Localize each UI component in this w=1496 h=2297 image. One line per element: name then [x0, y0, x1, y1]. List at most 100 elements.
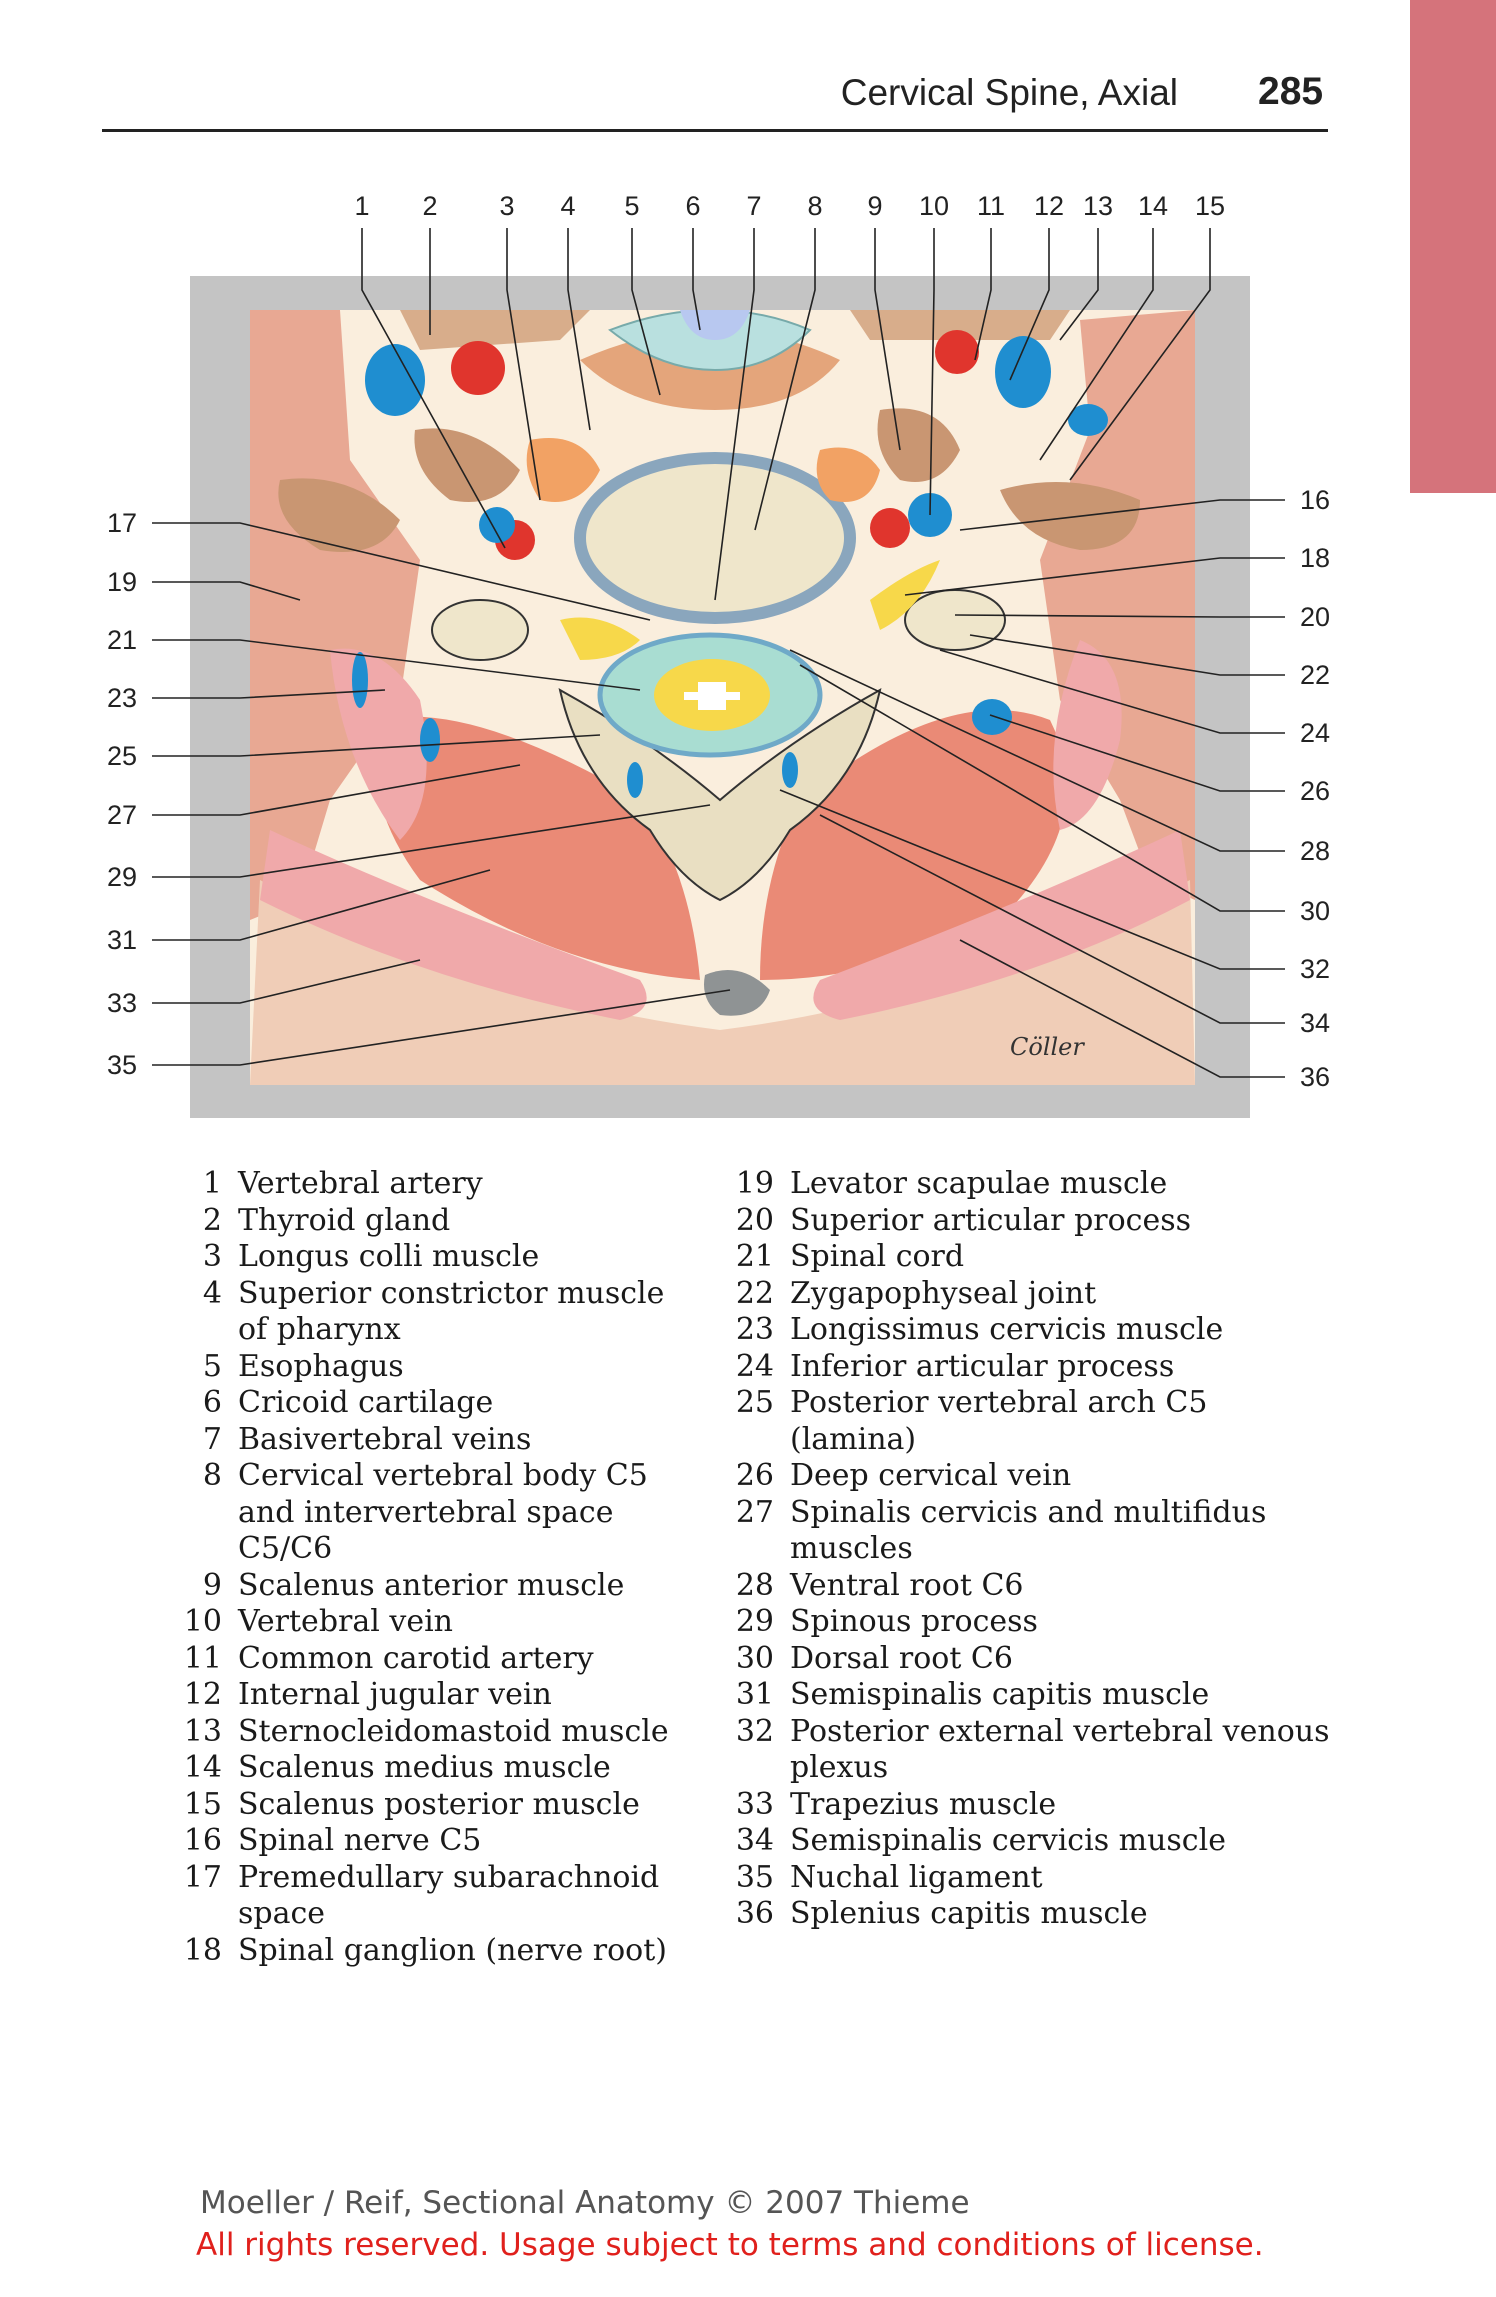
- legend-number: 5: [202, 1348, 222, 1384]
- legend-text: Vertebral vein: [238, 1604, 453, 1639]
- figure-label-right: 18: [1300, 543, 1330, 573]
- legend-text: Cricoid cartilage: [238, 1385, 494, 1420]
- leader-line: [152, 639, 641, 691]
- legend-number: 8: [202, 1458, 222, 1493]
- leader-line: [152, 581, 301, 601]
- legend-text: Esophagus: [238, 1348, 404, 1384]
- legend-text: Scalenus medius muscle: [238, 1750, 611, 1785]
- legend-text: Superior articular process: [790, 1202, 1192, 1238]
- figure-label-top: 13: [1083, 191, 1113, 221]
- legend-text: Deep cervical vein: [790, 1458, 1072, 1493]
- legend-text: Sternocleidomastoid muscle: [238, 1713, 669, 1749]
- legend-text: Ventral root C6: [790, 1567, 1024, 1603]
- leader-line: [361, 228, 506, 549]
- legend-number: 35: [735, 1859, 774, 1895]
- legend-number: 30: [735, 1640, 774, 1676]
- figure-label-top: 15: [1195, 191, 1225, 221]
- leader-line: [631, 228, 661, 396]
- legend-text: Spinous process: [790, 1604, 1038, 1639]
- leader-line: [152, 869, 491, 941]
- legend-number: 26: [735, 1458, 774, 1493]
- leader-line: [754, 228, 816, 531]
- leader-line: [989, 714, 1285, 792]
- legend-text: Spinal nerve C5: [238, 1823, 482, 1858]
- legend-text: Scalenus anterior muscle: [238, 1567, 625, 1603]
- legend-number: 11: [183, 1640, 222, 1676]
- legend-text: Splenius capitis muscle: [790, 1896, 1148, 1931]
- legend-number: 12: [183, 1677, 222, 1712]
- legend-text: Cervical vertebral body C5 and intervert…: [238, 1458, 648, 1566]
- leader-line: [1059, 228, 1099, 341]
- figure-label-right: 24: [1300, 718, 1330, 748]
- leader-line: [779, 789, 1285, 970]
- figure-label-right: 26: [1300, 776, 1330, 806]
- legend-item: 15 Scalenus posterior muscle: [178, 1787, 698, 1824]
- figure-label-left: 17: [107, 508, 137, 538]
- legend-number: 3: [202, 1239, 222, 1274]
- leader-line: [152, 989, 731, 1066]
- leader-line: [939, 649, 1285, 734]
- legend-text: Scalenus posterior muscle: [238, 1786, 640, 1822]
- leader-line: [954, 614, 1285, 618]
- page-title: Cervical Spine, Axial: [840, 72, 1178, 113]
- legend-text: Spinal cord: [790, 1239, 965, 1274]
- legend-number: 33: [735, 1786, 774, 1822]
- leader-line: [969, 634, 1285, 676]
- leader-line: [1069, 228, 1211, 481]
- legend-item: 8 Cervical vertebral body C5 and interver…: [178, 1458, 698, 1568]
- legend-number: 18: [183, 1932, 222, 1968]
- legend-number: 17: [183, 1859, 222, 1895]
- figure-label-right: 16: [1300, 485, 1330, 515]
- legend-number: 25: [735, 1385, 774, 1420]
- leader-line: [692, 228, 701, 331]
- figure-label-left: 19: [107, 567, 137, 597]
- artist-signature: Cöller: [1010, 1033, 1085, 1061]
- leader-line: [1039, 228, 1154, 461]
- legend-item: 36 Splenius capitis muscle: [730, 1896, 1330, 1933]
- figure-label-top: 2: [422, 191, 437, 221]
- legend-text: Posterior external vertebral venous plex…: [790, 1713, 1330, 1786]
- figure-label-top: 8: [807, 191, 822, 221]
- leader-line: [819, 814, 1285, 1024]
- legend-number: 16: [183, 1823, 222, 1858]
- legend-text: Posterior vertebral arch C5 (lamina): [790, 1385, 1208, 1457]
- legend-text: Vertebral artery: [238, 1166, 483, 1201]
- legend-item: 26 Deep cervical vein: [730, 1458, 1330, 1495]
- leader-line: [799, 664, 1285, 912]
- figure-label-right: 34: [1300, 1008, 1330, 1038]
- header-rule: [102, 129, 1328, 132]
- footer-credit: Moeller / Reif, Sectional Anatomy © 2007…: [200, 2185, 970, 2221]
- figure-label-top: 11: [977, 191, 1005, 221]
- figure-label-right: 28: [1300, 836, 1330, 866]
- legend-number: 4: [202, 1275, 222, 1311]
- figure-label-left: 31: [107, 925, 137, 955]
- legend-text: Dorsal root C6: [790, 1640, 1013, 1676]
- legend-number: 24: [735, 1348, 774, 1384]
- figure-label-top: 1: [354, 191, 369, 221]
- figure-label-left: 25: [107, 741, 137, 771]
- leader-line: [789, 649, 1285, 852]
- legend-number: 15: [183, 1786, 222, 1822]
- legend-number: 36: [735, 1896, 774, 1931]
- leader-line: [152, 734, 601, 757]
